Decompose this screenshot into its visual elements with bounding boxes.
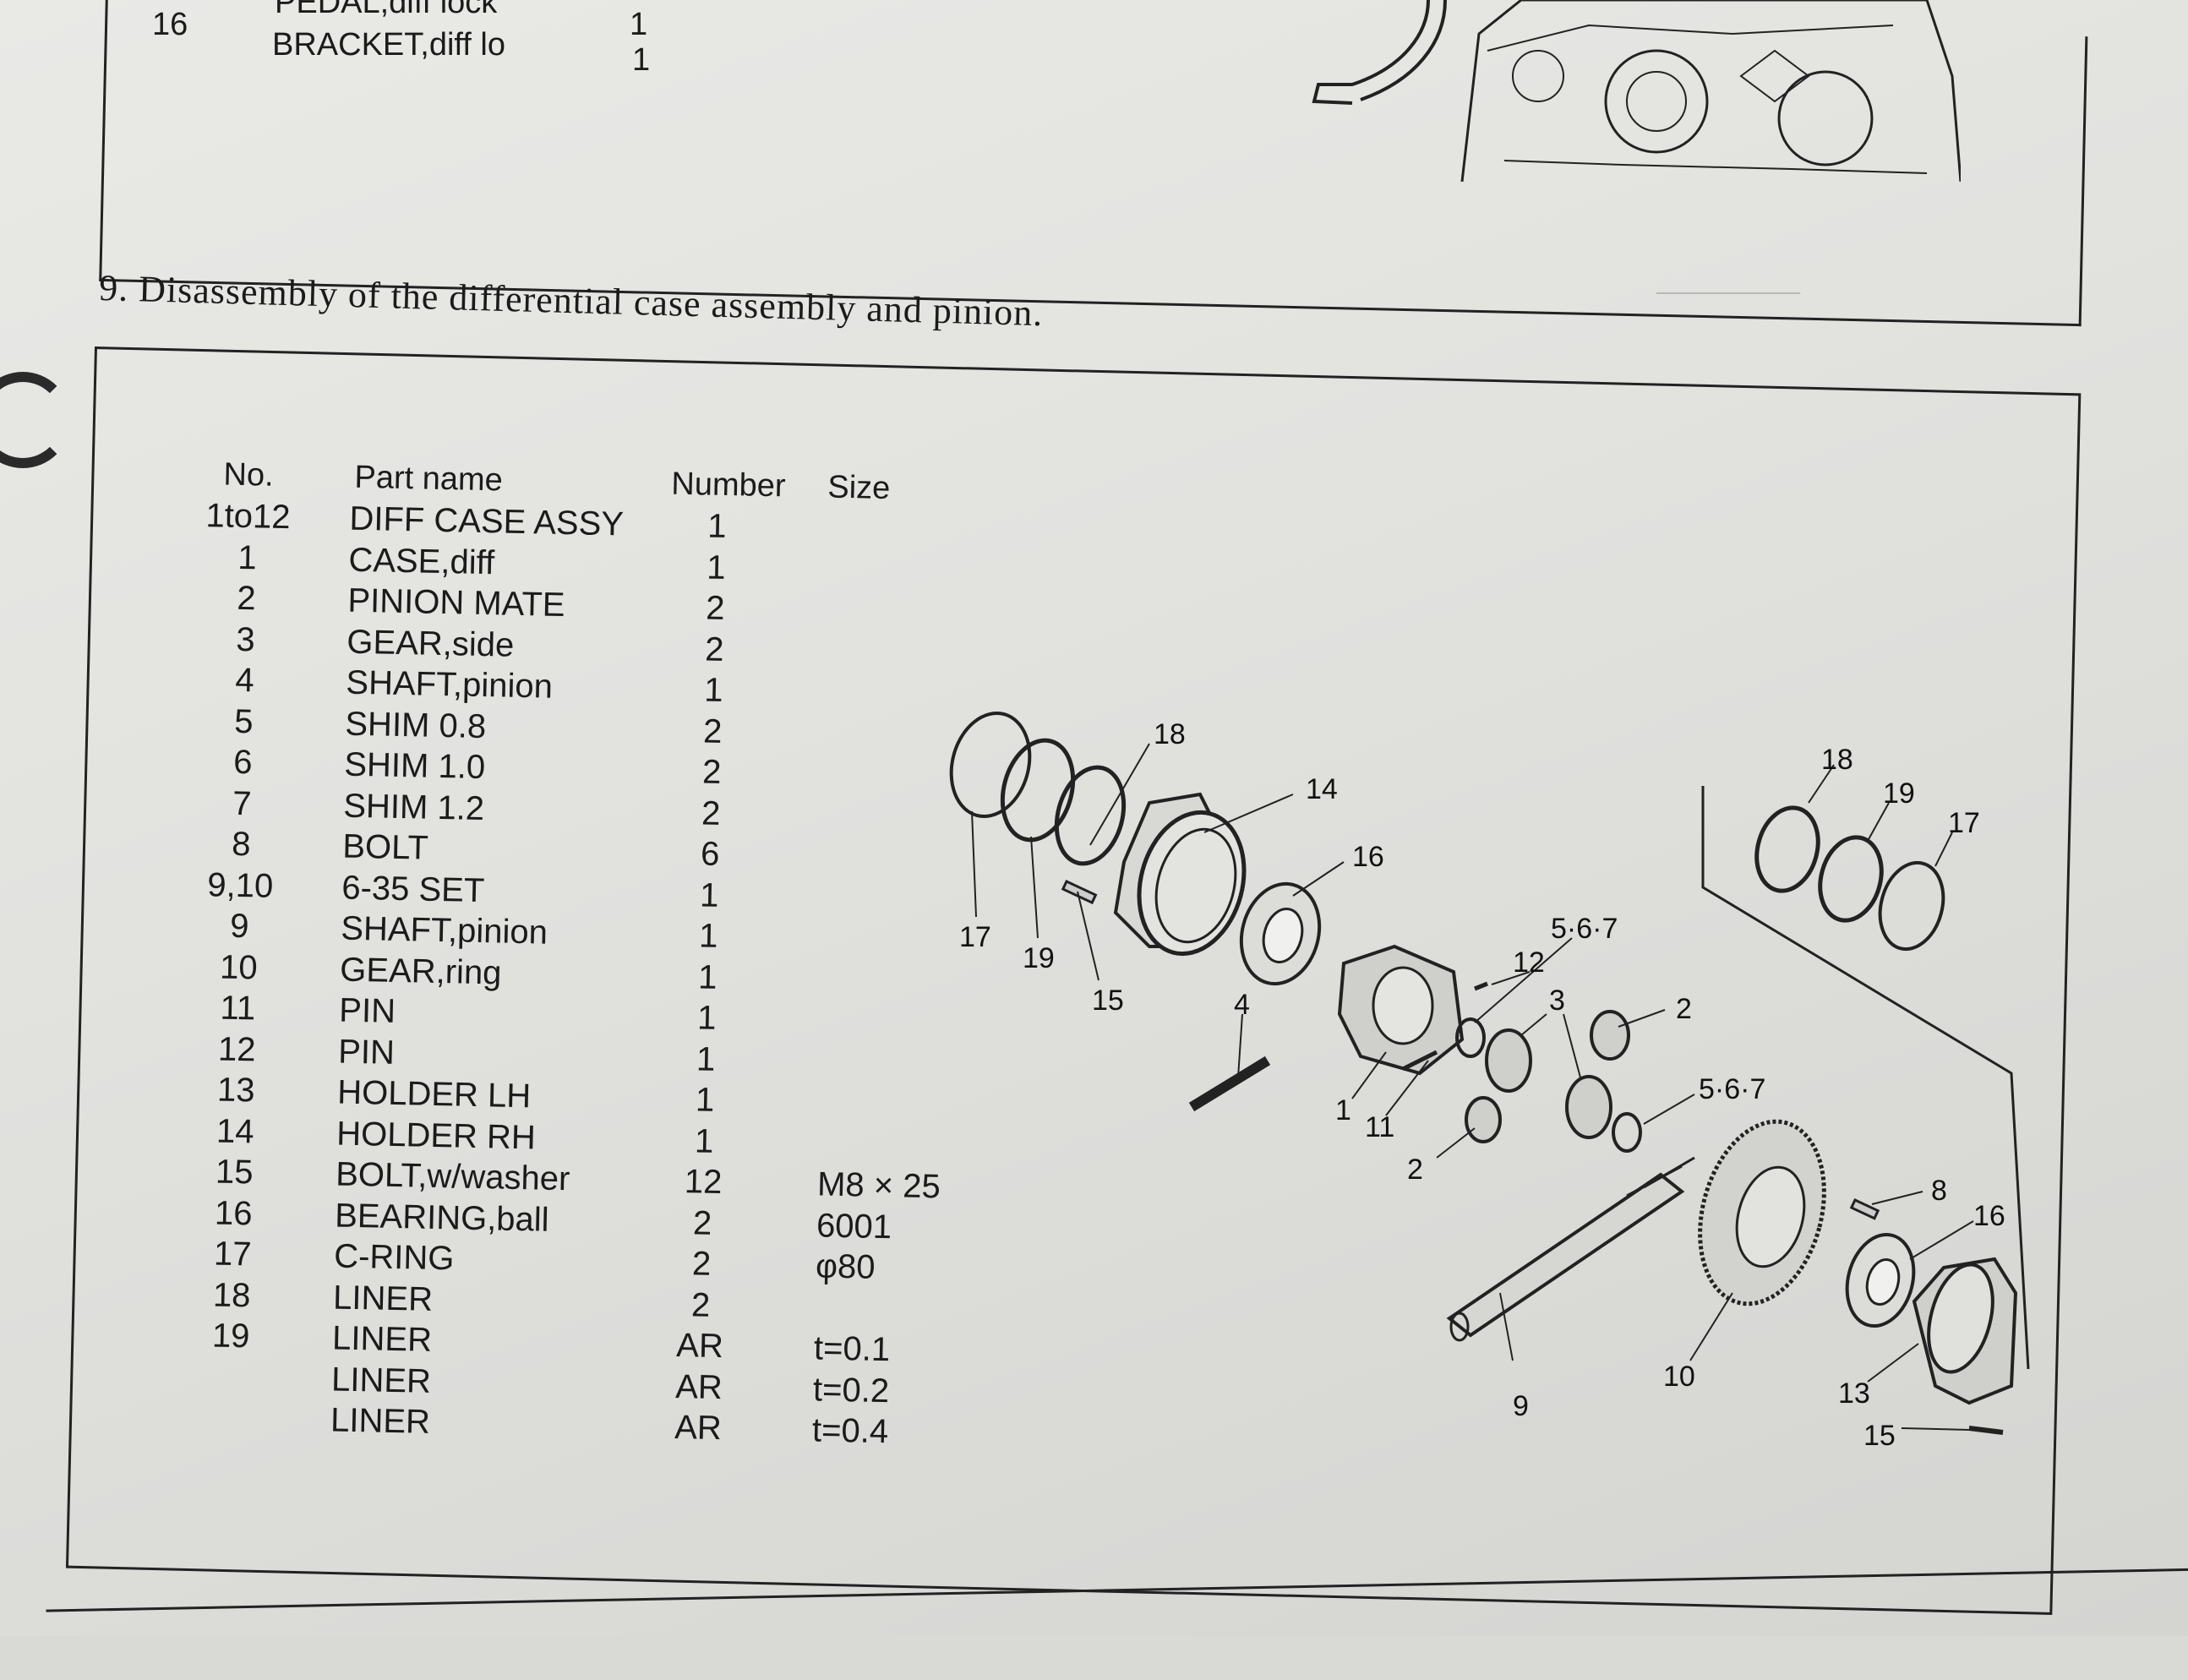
callout-label: 17 [959, 921, 991, 953]
bolt-15-left [1061, 880, 1098, 905]
callout-label: 13 [1838, 1377, 1870, 1410]
liner-19-right [1818, 835, 1884, 923]
callout-label: 1 [1335, 1094, 1351, 1126]
liner-19-left [1000, 738, 1076, 843]
bolt-15-right [1968, 1426, 2004, 1435]
callout-label: 16 [1973, 1200, 2005, 1232]
holder-lh-13 [1912, 1257, 2018, 1405]
prev-row-qty: 1 [632, 42, 651, 78]
callout-label: 11 [1365, 1111, 1394, 1143]
callout-label: 17 [1948, 807, 1980, 839]
side-gear-3 [1485, 1028, 1612, 1139]
callout-label: 14 [1306, 773, 1338, 805]
prev-row-name: PEDAL,diff lock [275, 0, 498, 20]
ring-gear-10 [1698, 1119, 1826, 1306]
callout-label: 8 [1931, 1175, 1947, 1207]
bearing-16-right [1845, 1232, 1916, 1328]
pedal-icon [1312, 0, 1447, 105]
shim-5-6-7-upper [1455, 1017, 1486, 1058]
shaft-pinion-4 [1188, 1055, 1271, 1112]
prev-row-name: BRACKET,diff lo [272, 27, 505, 63]
liner-18-left [1054, 765, 1127, 866]
leader-lines [971, 743, 1974, 1431]
pin-12 [1474, 981, 1488, 991]
group-outline [1701, 786, 2030, 1370]
transmission-case-illustration [1460, 0, 1961, 182]
exploded-diagram: 18 14 16 17 19 15 5·6·7 12 4 3 2 1 11 5·… [949, 711, 2030, 1452]
pinion-shaft-9 [1446, 1156, 1695, 1342]
callout-label: 3 [1549, 985, 1565, 1017]
callout-label: 18 [1154, 718, 1186, 750]
callout-label: 16 [1352, 841, 1384, 873]
callout-label: 5·6·7 [1551, 913, 1618, 945]
c-ring-17-right [1878, 860, 1945, 952]
bearing-16-left [1239, 881, 1322, 986]
liner-18-right [1754, 805, 1820, 893]
prev-row-qty: 1 [630, 7, 648, 42]
callout-label: 18 [1821, 744, 1853, 776]
callout-label: 15 [1092, 985, 1124, 1017]
callout-label: 19 [1023, 942, 1055, 974]
bolt-8 [1849, 1198, 1880, 1220]
callout-label: 15 [1863, 1420, 1896, 1452]
c-ring-17-left [949, 711, 1032, 819]
shim-5-6-7-lower [1612, 1112, 1642, 1153]
diff-case-1 [1337, 944, 1465, 1076]
pin-11 [1401, 1050, 1438, 1072]
callout-label: 19 [1883, 777, 1915, 810]
callout-label: 12 [1513, 946, 1545, 979]
callout-label: 2 [1676, 993, 1692, 1025]
prev-row-no: 16 [152, 7, 188, 42]
callout-label: 10 [1663, 1361, 1695, 1393]
holder-rh-14 [1113, 792, 1247, 957]
pinion-mate-2 [1465, 1010, 1630, 1143]
callout-label: 4 [1234, 989, 1250, 1021]
bleed-through-text: ──────── [1656, 279, 1801, 307]
callout-label: 5·6·7 [1699, 1073, 1765, 1105]
callout-label: 2 [1407, 1154, 1423, 1186]
callout-label: 9 [1513, 1390, 1529, 1422]
